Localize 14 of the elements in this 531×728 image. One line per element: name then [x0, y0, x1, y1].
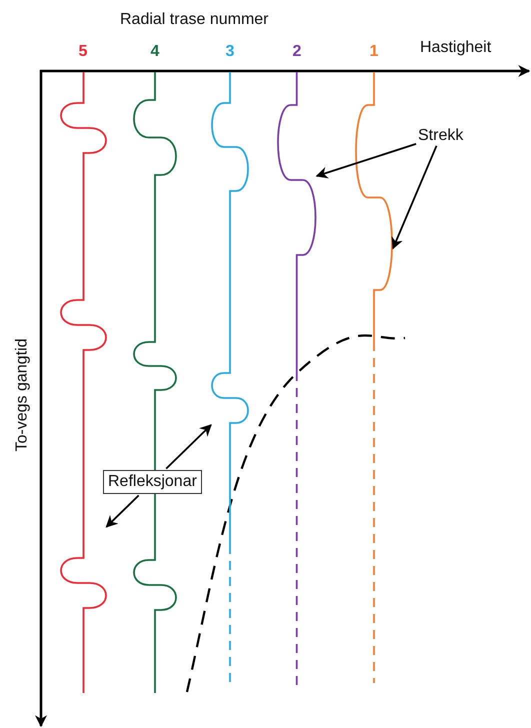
trace-number: 1 — [370, 44, 378, 60]
trace-number: 3 — [226, 44, 234, 60]
annotation-text: Strekk — [418, 128, 464, 144]
leader-arrow — [106, 494, 140, 528]
trace-number: 2 — [292, 44, 302, 60]
trace-number: 5 — [78, 44, 88, 60]
leader-arrow — [166, 424, 212, 470]
leader-arrow — [392, 145, 438, 250]
axis-title: To-vegs gangtid — [14, 338, 30, 452]
axis-title: Radial trase nummer — [120, 12, 268, 28]
trace-number: 4 — [150, 44, 160, 60]
axis-title: Hastigheit — [420, 40, 492, 56]
annotation-box: Refleksjonar — [103, 470, 202, 494]
leader-arrow — [316, 143, 416, 178]
